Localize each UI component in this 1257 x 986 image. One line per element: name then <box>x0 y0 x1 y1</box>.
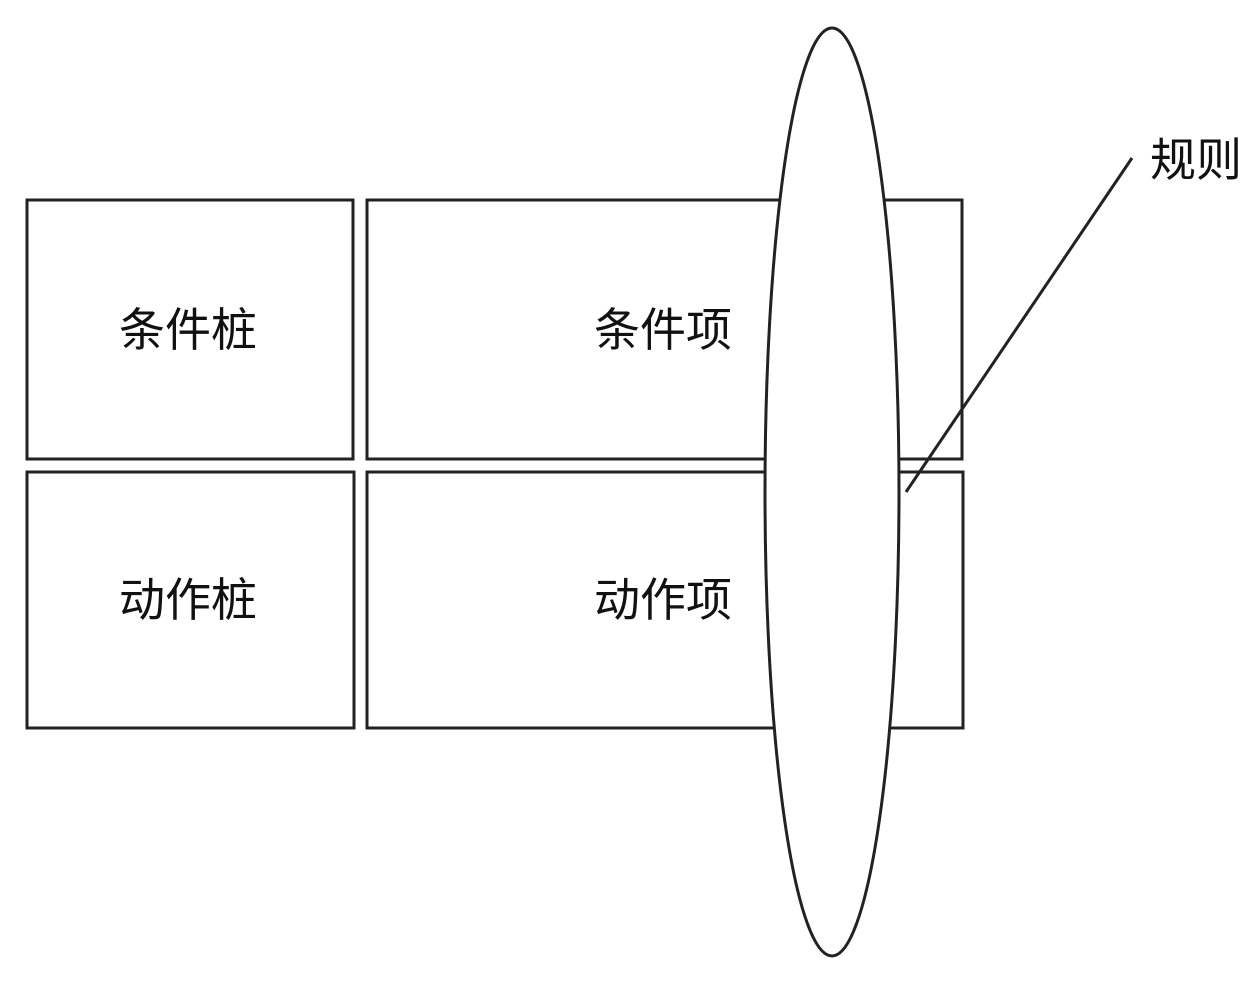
rule-ellipse <box>763 26 901 958</box>
condition-stub-box <box>25 198 355 461</box>
action-stub-label: 动作桩 <box>119 573 257 627</box>
rule-leader-line <box>904 157 1134 493</box>
condition-stub-label: 条件桩 <box>119 303 257 357</box>
rule-label: 规则 <box>1150 133 1242 187</box>
action-entry-label: 动作项 <box>594 573 732 627</box>
condition-entry-label: 条件项 <box>594 303 732 357</box>
action-stub-box <box>25 470 356 730</box>
